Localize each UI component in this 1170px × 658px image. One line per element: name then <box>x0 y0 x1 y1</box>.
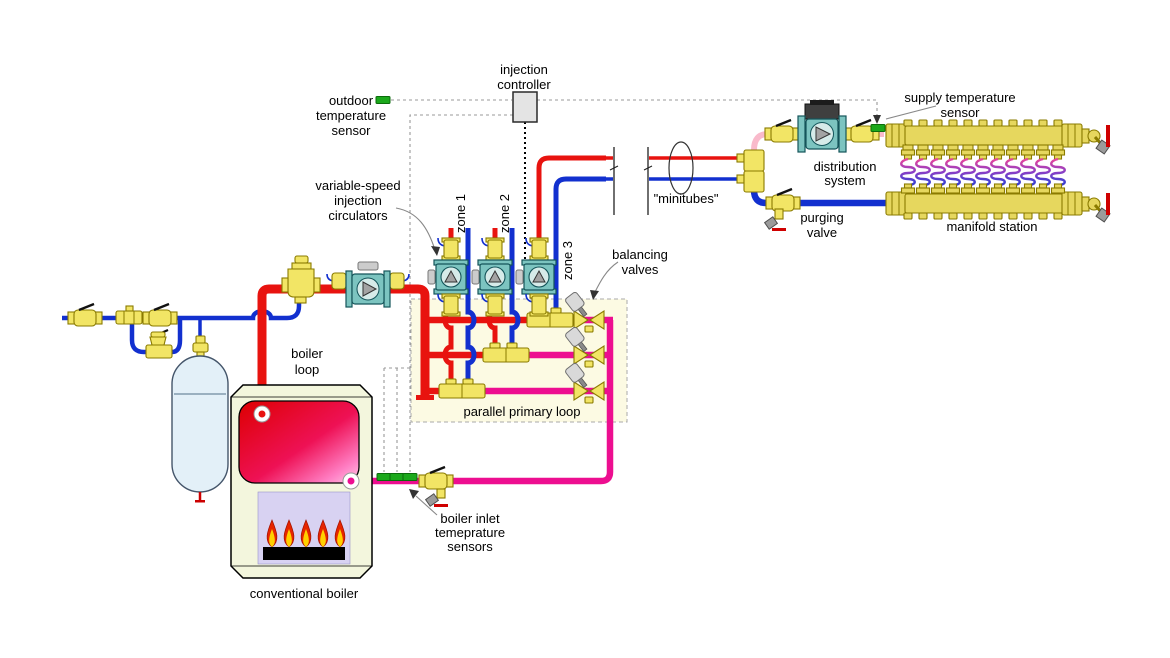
label-variable-speed-1: variable-speed <box>315 178 400 193</box>
supply-sensor-wire <box>537 99 878 116</box>
label-balancing-1: balancing <box>612 247 668 262</box>
supply-sensor-wire-arrow <box>873 115 881 124</box>
label-supply-sensor-1: supply temperature <box>904 90 1015 105</box>
label-purging-1: purging <box>800 210 843 225</box>
label-boiler-inlet-3: sensors <box>447 539 493 554</box>
label-zone-2: zone 2 <box>497 194 512 233</box>
boiler-loop-circulator <box>326 261 410 308</box>
label-minitubes: "minitubes" <box>654 191 719 206</box>
air-separator <box>281 255 321 304</box>
outdoor-temperature-sensor <box>375 96 391 104</box>
boiler-inlet-sensor-wire-branches <box>383 367 411 472</box>
label-balancing-2: valves <box>622 262 659 277</box>
label-outdoor-sensor-3: sensor <box>331 123 371 138</box>
controller-wiring <box>383 99 881 472</box>
minitubes-ellipse <box>668 141 694 195</box>
distribution-piping <box>736 100 892 231</box>
manifold-station <box>885 118 1112 224</box>
label-zone-3: zone 3 <box>560 241 575 280</box>
minitube-junction-fitting <box>736 149 765 193</box>
distribution-valve-left <box>763 118 801 144</box>
label-variable-speed-3: circulators <box>328 208 388 223</box>
primary-header-cap <box>416 395 434 400</box>
label-injection-controller-2: controller <box>497 77 551 92</box>
conventional-boiler <box>230 384 373 579</box>
purging-drain <box>763 208 786 231</box>
boiler-inlet-sensor-3 <box>402 473 418 481</box>
boiler-return-pipe <box>353 320 614 485</box>
label-purging-2: valve <box>807 225 837 240</box>
boiler-return-valve <box>417 465 455 491</box>
label-distribution-1: distribution <box>814 159 877 174</box>
purging-ball-valve <box>764 187 802 213</box>
heat-exchanger <box>238 400 360 484</box>
makeup-water-line <box>62 301 302 359</box>
label-boiler-loop-2: loop <box>295 362 320 377</box>
pointer-lines <box>395 105 937 516</box>
supply-manifold <box>885 123 1083 148</box>
label-boiler-inlet-1: boiler inlet <box>440 511 500 526</box>
label-conventional-boiler: conventional boiler <box>250 586 359 601</box>
makeup-ball-valve-1 <box>66 302 104 328</box>
pressure-reducing-valve <box>145 328 173 359</box>
boiler-loop-piping <box>257 255 434 414</box>
label-parallel-primary-loop: parallel primary loop <box>463 404 580 419</box>
burner-bar <box>263 547 345 560</box>
distribution-circulator <box>797 100 847 153</box>
return-manifold <box>885 191 1083 216</box>
boiler-inlet-sensor-wire <box>409 114 513 368</box>
label-boiler-loop-1: boiler <box>291 346 323 361</box>
minitubes-piping <box>606 141 744 215</box>
label-zone-1: zone 1 <box>453 194 468 233</box>
label-injection-controller-1: injection <box>500 62 548 77</box>
boiler-return-assembly <box>376 465 455 507</box>
label-outdoor-sensor-1: outdoor <box>329 93 374 108</box>
label-outdoor-sensor-2: temperature <box>316 108 386 123</box>
supply-manifold-end-valve <box>1080 123 1112 156</box>
check-valve <box>115 305 143 325</box>
expansion-tank <box>171 335 229 503</box>
supply-temperature-sensor <box>870 124 886 132</box>
return-purge-valve <box>436 488 446 499</box>
injection-controller-box <box>512 91 538 123</box>
makeup-ball-valve-2 <box>141 302 179 328</box>
label-distribution-2: system <box>824 173 865 188</box>
return-manifold-end-valve <box>1080 191 1112 224</box>
label-supply-sensor-2: sensor <box>940 105 980 120</box>
boiler-inlet-sensor-2 <box>389 473 405 481</box>
pipe-break-marks <box>613 147 649 215</box>
boiler-inlet-sensor-1 <box>376 473 392 481</box>
label-variable-speed-2: injection <box>334 193 382 208</box>
zone3-return <box>553 176 606 314</box>
label-manifold-station: manifold station <box>946 219 1037 234</box>
label-boiler-inlet-2: temeprature <box>435 525 505 540</box>
